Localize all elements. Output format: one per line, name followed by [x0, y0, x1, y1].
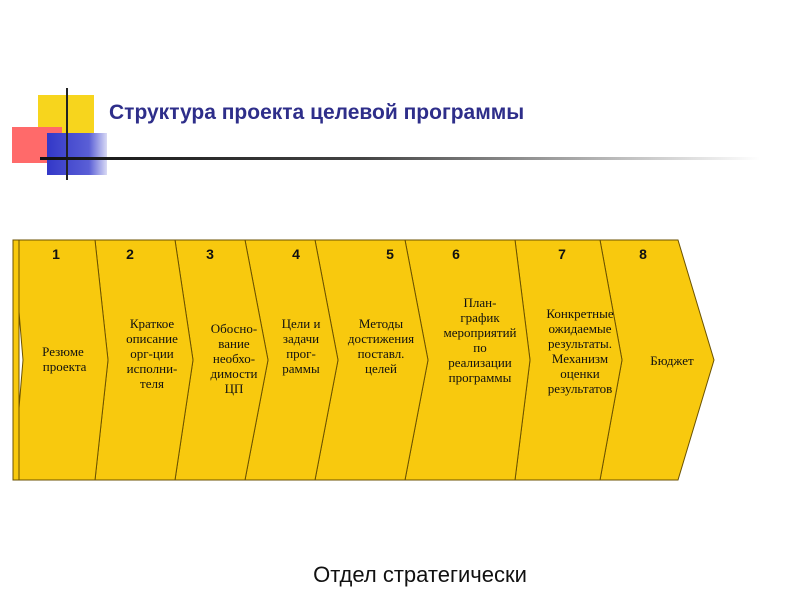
step-label-3: Обосно- вание необхо- димости ЦП: [210, 321, 258, 396]
page-title: Структура проекта целевой программы: [109, 101, 525, 124]
step-number-6: 6: [452, 246, 460, 262]
step-label-8: Бюджет: [650, 353, 694, 368]
decor-blue-square: [47, 133, 107, 175]
chevron-start-edge: [12, 239, 20, 481]
chevron-step-1: [12, 239, 109, 481]
step-label-6: План- график мероприятий по реализации п…: [443, 295, 517, 385]
step-label-2: Краткое описание орг-ции исполни- теля: [126, 316, 178, 391]
step-label-7: Конкретные ожидаемые результаты. Механиз…: [546, 306, 614, 396]
step-number-3: 3: [206, 246, 214, 262]
step-number-8: 8: [639, 246, 647, 262]
step-number-5: 5: [386, 246, 394, 262]
step-number-2: 2: [126, 246, 134, 262]
step-label-1: Резюме проекта: [42, 344, 87, 374]
step-number-4: 4: [292, 246, 300, 262]
step-label-5: Методы достижения поставл. целей: [347, 316, 415, 376]
step-number-1: 1: [52, 246, 60, 262]
footer-text: Отдел стратегически: [313, 562, 527, 587]
step-number-7: 7: [558, 246, 566, 262]
decor-vertical-line: [66, 88, 68, 180]
step-label-4: Цели и задачи прог- раммы: [281, 316, 321, 376]
title-underline: [40, 157, 760, 160]
